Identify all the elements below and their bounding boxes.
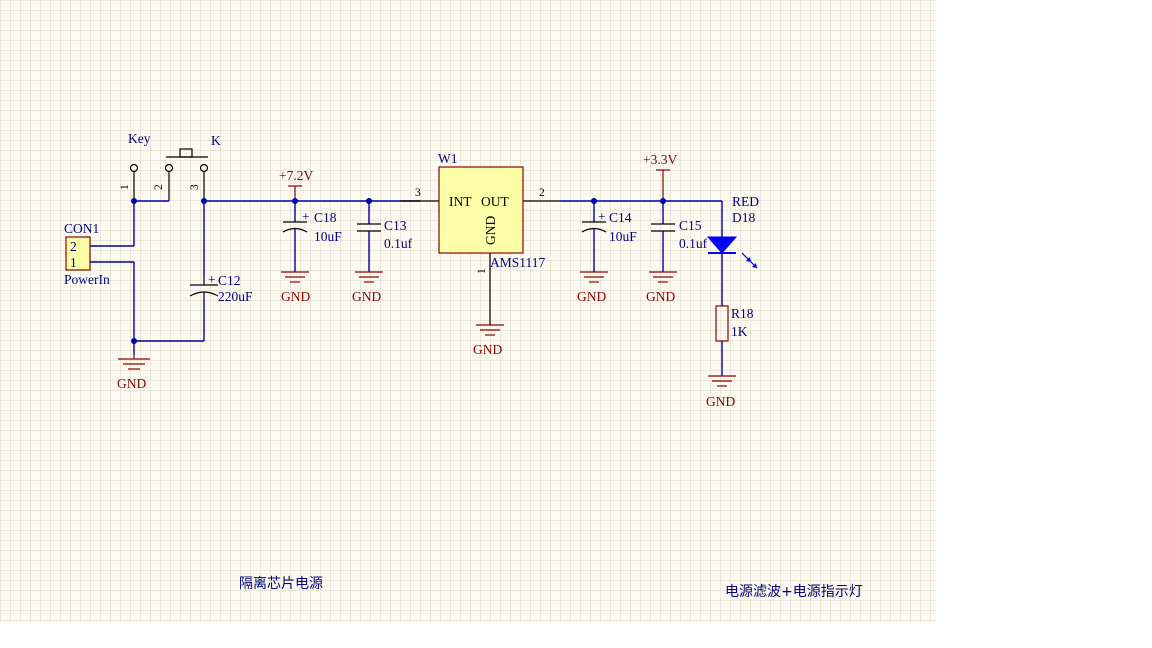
key-pin-3-number: 3 [189,184,201,190]
c14-ref: C14 [609,210,632,225]
w1-value: AMS1117 [490,255,546,270]
w1-gnd-label: GND [483,216,498,245]
junction-key3 [201,198,207,204]
key-value: K [211,133,221,148]
c12-plus-sign: + [208,272,216,287]
c13-ref: C13 [384,218,407,233]
d18-led[interactable]: RED D18 [706,194,759,306]
r18-value: 1K [731,324,748,339]
net-label-3v3: +3.3V [643,152,677,167]
c18-capacitor[interactable]: + C18 10uF [282,198,342,272]
gnd-symbol-c13: GND [352,271,383,304]
w1-body [438,166,524,254]
d18-ref: D18 [732,210,755,225]
con1-connector[interactable]: 2 1 CON1 PowerIn [64,221,110,287]
key-pin-3-terminal [199,163,209,173]
power-port-3v3: +3.3V [643,152,677,201]
con1-body [65,236,91,271]
gnd-symbol-r18: GND [706,375,736,409]
con1-pin-2-number: 2 [70,239,77,254]
c14-value: 10uF [609,229,637,244]
key-pin-2-terminal [164,163,174,173]
schematic-canvas: Key K 1 2 3 2 1 CON1 PowerIn + C12 220uF [64,131,863,600]
r18-resistor[interactable]: R18 1K [715,305,754,376]
c12-value: 220uF [218,289,253,304]
w1-pin-out-number: 2 [539,187,545,199]
d18-value: RED [732,194,759,209]
junction-c14 [591,198,597,204]
w1-out-label: OUT [481,194,509,209]
junction-key1 [131,198,137,204]
c12-ref: C12 [218,273,241,288]
w1-in-label: INT [449,194,472,209]
key-switch[interactable]: Key K 1 2 3 [119,131,221,201]
gnd-label-c18: GND [281,289,310,304]
c18-value: 10uF [314,229,342,244]
junction-gnd-left [131,338,137,344]
c14-plus-sign: + [598,209,606,224]
gnd-symbol-left: GND [117,355,150,391]
c13-capacitor[interactable]: C13 0.1uf [357,198,413,272]
r18-ref: R18 [731,306,754,321]
net-label-7v2: +7.2V [279,168,313,183]
gnd-label-c15: GND [646,289,675,304]
gnd-label-left: GND [117,376,146,391]
key-pin-2-number: 2 [153,184,165,190]
c12-capacitor[interactable]: + C12 220uF [189,272,253,304]
gnd-symbol-c15: GND [646,271,677,304]
con1-pin-1-number: 1 [70,255,77,270]
gnd-symbol-w1: GND [473,324,504,357]
c15-capacitor[interactable]: C15 0.1uf [651,198,708,272]
key-ref: Key [128,131,151,146]
d18-triangle [706,236,738,254]
gnd-label-w1: GND [473,342,502,357]
note-filter-indicator: 电源滤波+电源指示灯 [725,584,863,600]
r18-body [715,305,729,342]
junction-c15 [660,198,666,204]
gnd-symbol-c14: GND [577,271,608,304]
junction-c18 [292,198,298,204]
c18-ref: C18 [314,210,337,225]
key-pin-1-number: 1 [119,184,131,190]
w1-ref: W1 [438,151,458,166]
c14-capacitor[interactable]: + C14 10uF [581,198,637,272]
key-pin-1-terminal [129,163,139,173]
con1-ref: CON1 [64,221,99,236]
con1-value: PowerIn [64,272,110,287]
w1-regulator[interactable]: INT OUT GND W1 AMS1117 3 2 1 [400,151,560,325]
w1-pin-gnd-number: 1 [476,268,488,274]
power-port-7v2: +7.2V [279,168,313,201]
note-isolation-power: 隔离芯片电源 [239,575,323,592]
c15-value: 0.1uf [679,236,708,251]
key-actuator-cap [179,148,193,158]
c15-ref: C15 [679,218,702,233]
gnd-label-c14: GND [577,289,606,304]
c13-value: 0.1uf [384,236,413,251]
d18-light-arrowhead-2 [752,263,757,268]
left-wires [90,198,420,355]
gnd-label-c13: GND [352,289,381,304]
w1-pin-in-number: 3 [415,187,421,199]
c18-plus-sign: + [302,209,310,224]
schematic-sheet: Key K 1 2 3 2 1 CON1 PowerIn + C12 220uF [0,0,936,622]
gnd-label-r18: GND [706,394,735,409]
junction-c13 [366,198,372,204]
gnd-symbol-c18: GND [281,271,310,304]
